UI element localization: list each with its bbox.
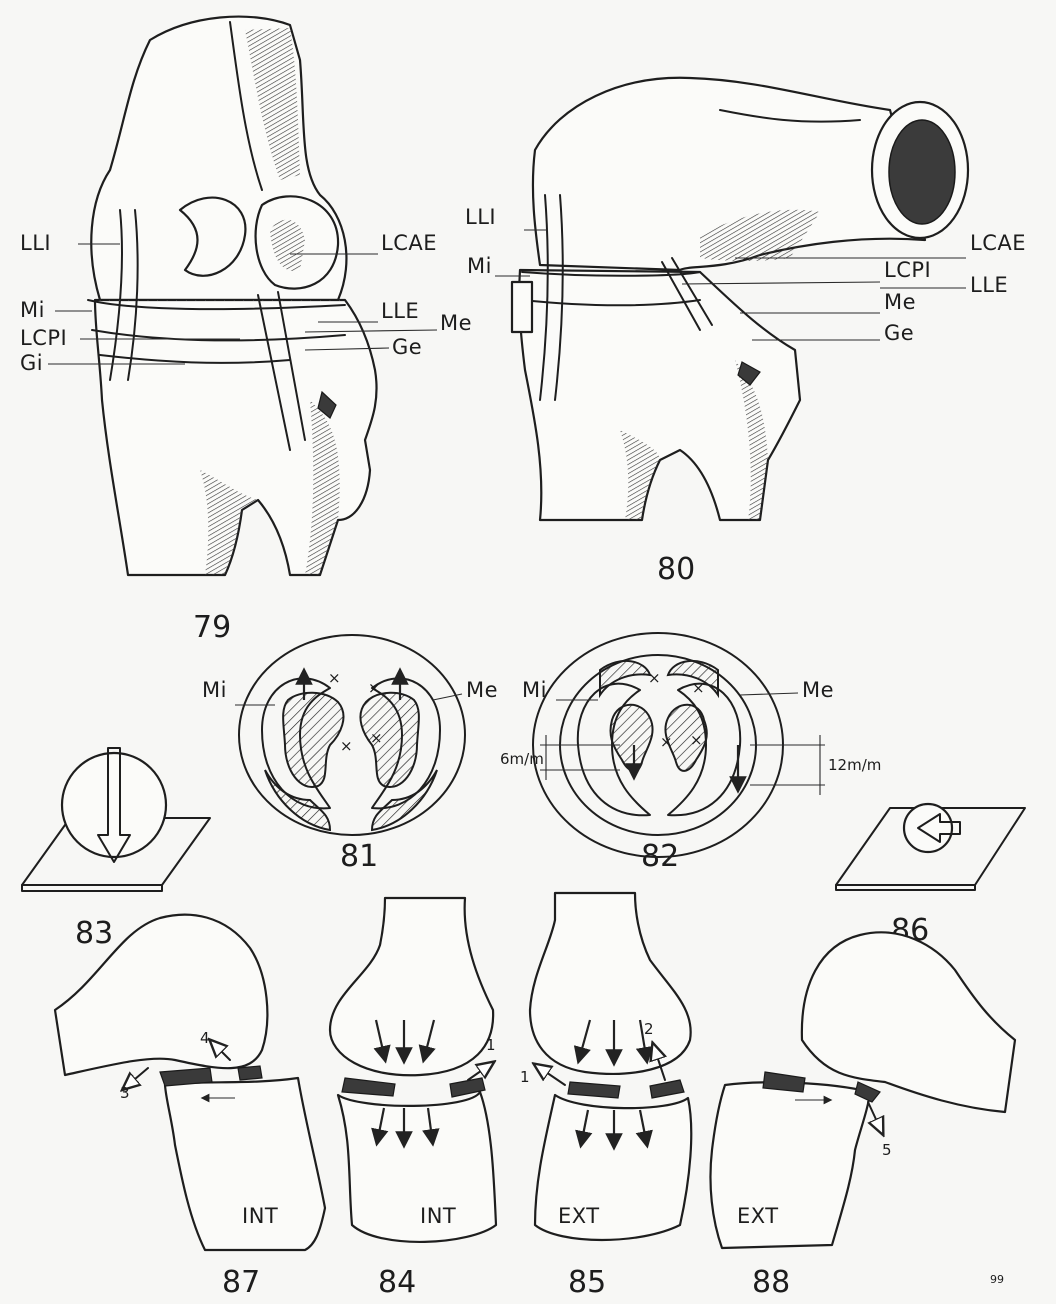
svg-text:×: × bbox=[648, 669, 661, 687]
f80-label-lle: LLE bbox=[970, 273, 1008, 297]
f81-label-mi: Mi bbox=[202, 678, 227, 702]
figure-81-labels: Mi Me 81 bbox=[202, 678, 498, 874]
fig-number-88: 88 bbox=[752, 1265, 790, 1300]
f79-label-me: Me bbox=[440, 311, 472, 335]
arrow-number-4: 4 bbox=[200, 1029, 210, 1047]
arrow-number-1-f85: 1 bbox=[520, 1068, 530, 1086]
figure-82-menisci-diagram: × × × × bbox=[533, 633, 825, 857]
f82-measure-left: 6m/m bbox=[500, 750, 544, 768]
f79-label-lcpi: LCPI bbox=[20, 326, 67, 350]
f82-measure-right: 12m/m bbox=[828, 756, 881, 774]
svg-text:×: × bbox=[690, 731, 703, 749]
f79-label-ge: Ge bbox=[392, 335, 422, 359]
f80-label-ge: Ge bbox=[884, 321, 914, 345]
f82-label-mi: Mi bbox=[522, 678, 547, 702]
arrow-number-5: 5 bbox=[882, 1141, 892, 1159]
f81-label-me: Me bbox=[466, 678, 498, 702]
arrow-number-1-f84: 1 bbox=[486, 1036, 496, 1054]
f80-label-lcae: LCAE bbox=[970, 231, 1026, 255]
figure-84-knee-section: 1 INT 84 bbox=[330, 898, 496, 1300]
f82-label-me: Me bbox=[802, 678, 834, 702]
fig-number-87: 87 bbox=[222, 1265, 260, 1300]
f80-label-lli: LLI bbox=[465, 205, 496, 229]
f79-label-lli: LLI bbox=[20, 231, 51, 255]
fig-number-79: 79 bbox=[193, 610, 231, 645]
fig-number-80: 80 bbox=[657, 552, 695, 587]
fig-number-82: 82 bbox=[641, 839, 679, 874]
arrow-number-3: 3 bbox=[120, 1084, 130, 1102]
svg-text:×: × bbox=[370, 729, 383, 747]
f84-side-label: INT bbox=[420, 1204, 456, 1228]
svg-text:×: × bbox=[692, 679, 705, 697]
f79-label-lcae: LCAE bbox=[381, 231, 437, 255]
fig-number-81: 81 bbox=[340, 839, 378, 874]
fig-number-85: 85 bbox=[568, 1265, 606, 1300]
f88-side-label: EXT bbox=[737, 1204, 779, 1228]
f79-label-mi: Mi bbox=[20, 298, 45, 322]
figure-86-ball-diagram: 86 bbox=[836, 804, 1025, 948]
svg-text:×: × bbox=[328, 669, 341, 687]
svg-text:×: × bbox=[340, 737, 353, 755]
f80-label-lcpi: LCPI bbox=[884, 258, 931, 282]
page-number: 99 bbox=[990, 1273, 1004, 1286]
f80-label-mi: Mi bbox=[467, 254, 492, 278]
f79-label-gi: Gi bbox=[20, 351, 43, 375]
figure-81-menisci-diagram: × × × × bbox=[239, 635, 465, 835]
f87-side-label: INT bbox=[242, 1204, 278, 1228]
figure-85-knee-section: 1 2 EXT 85 bbox=[520, 893, 691, 1300]
fig-number-83: 83 bbox=[75, 916, 113, 951]
svg-text:×: × bbox=[368, 679, 381, 697]
f85-side-label: EXT bbox=[558, 1204, 600, 1228]
fig-number-84: 84 bbox=[378, 1265, 416, 1300]
bone-marrow-cavity bbox=[889, 120, 955, 224]
arrow-number-2-f85: 2 bbox=[644, 1020, 654, 1038]
figure-88-knee-section: 5 EXT 88 bbox=[710, 932, 1015, 1300]
figure-87-knee-section: 3 4 INT 87 bbox=[55, 915, 325, 1300]
figure-79-knee-drawing bbox=[88, 17, 377, 575]
svg-text:×: × bbox=[660, 733, 673, 751]
f79-label-lle: LLE bbox=[381, 299, 419, 323]
f80-label-me: Me bbox=[884, 290, 916, 314]
